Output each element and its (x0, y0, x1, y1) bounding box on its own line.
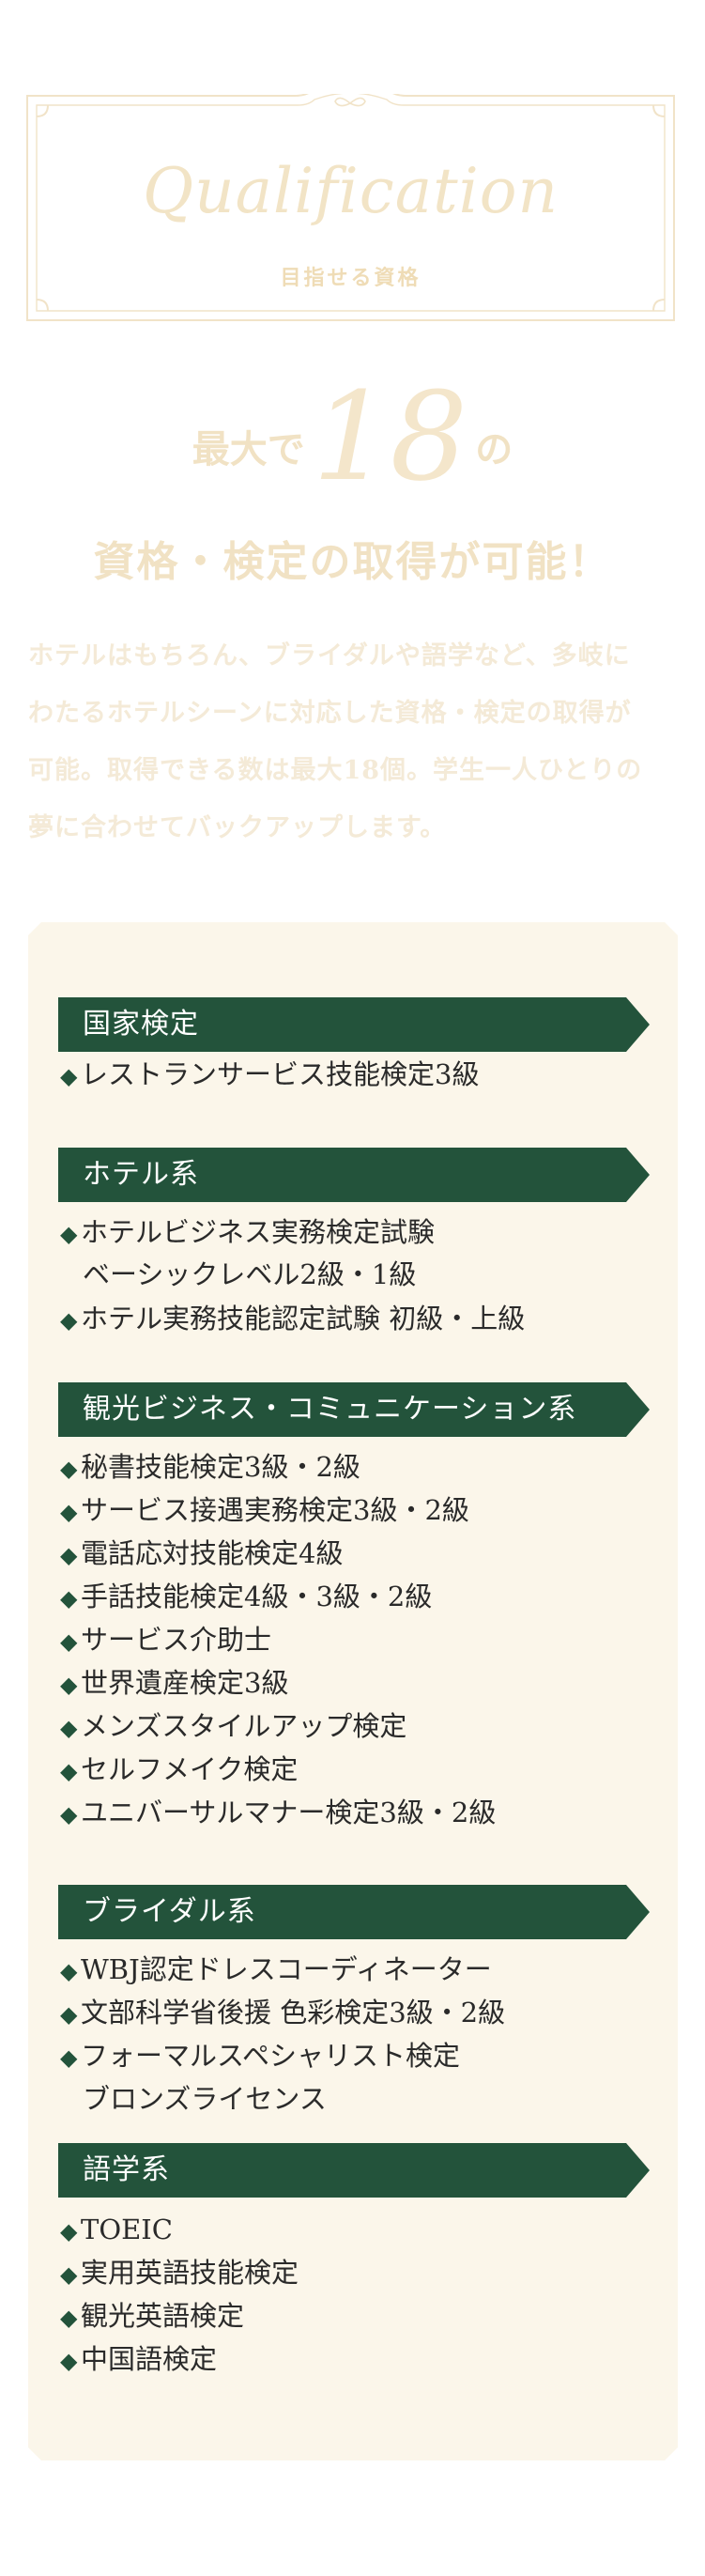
intro-line: 可能。取得できる数は最大18個。学生一人ひとりの (28, 756, 643, 785)
list-item: ◆セルフメイク検定 (60, 1751, 298, 1790)
diamond-bullet-icon: ◆ (60, 2348, 78, 2374)
list-item: ◆秘書技能検定3級・2級 (60, 1448, 360, 1488)
diamond-bullet-icon: ◆ (60, 2261, 78, 2288)
diamond-bullet-icon: ◆ (60, 2218, 78, 2244)
section-header-national: 国家検定 (58, 997, 650, 1052)
diamond-bullet-icon: ◆ (60, 1715, 78, 1741)
section-header-bridal: ブライダル系 (58, 1885, 650, 1939)
intro-line: 夢に合わせてバックアップします。 (28, 813, 447, 842)
list-item-continuation: ブロンズライセンス (83, 2083, 327, 2115)
headline-number: 18 (312, 365, 468, 508)
headline-subline: 資格・検定の取得が可能！ (93, 538, 612, 586)
list-item: ◆ユニバーサルマナー検定3級・2級 (60, 1794, 496, 1833)
diamond-bullet-icon: ◆ (60, 1585, 78, 1612)
script-title: Qualification (143, 155, 559, 227)
list-item: ◆世界遺産検定3級 (60, 1664, 288, 1704)
list-item: ◆実用英語技能検定 (60, 2254, 299, 2293)
diamond-bullet-icon: ◆ (60, 1307, 78, 1334)
list-item: ◆観光英語検定 (60, 2297, 244, 2337)
list-item: ◆ホテルビジネス実務検定試験 (60, 1213, 435, 1253)
diamond-bullet-icon: ◆ (60, 1628, 78, 1655)
diamond-bullet-icon: ◆ (60, 1499, 78, 1525)
diamond-bullet-icon: ◆ (60, 2305, 78, 2331)
list-item: ◆手話技能検定4級・3級・2級 (60, 1578, 432, 1617)
page-subtitle: 目指せる資格 (280, 266, 421, 290)
section-header-tourism-business: 観光ビジネス・コミュニケーション系 (58, 1382, 650, 1437)
diamond-bullet-icon: ◆ (60, 1801, 78, 1828)
list-item: ◆電話応対技能検定4級 (60, 1535, 343, 1574)
list-item: ◆TOEIC (60, 2211, 173, 2250)
headline-suffix: の (475, 427, 513, 471)
list-item: ◆文部科学省後援 色彩検定3級・2級 (60, 1994, 505, 2033)
qualification-panel: 国家検定 ◆レストランサービス技能検定3級 ホテル系 ◆ホテルビジネス実務検定試… (28, 922, 678, 2460)
list-item-continuation: ベーシックレベル2級・1級 (83, 1258, 417, 1290)
diamond-bullet-icon: ◆ (60, 1758, 78, 1784)
diamond-bullet-icon: ◆ (60, 1542, 78, 1568)
diamond-bullet-icon: ◆ (60, 1456, 78, 1482)
list-item: ◆メンズスタイルアップ検定 (60, 1707, 406, 1747)
headline-prefix: 最大で (192, 427, 305, 471)
section-header-language: 語学系 (58, 2143, 650, 2198)
title-frame: Qualification 目指せる資格 (25, 94, 676, 322)
intro-paragraph: ホテルはもちろん、ブライダルや語学など、多岐に わたるホテルシーンに対応した資格… (28, 627, 680, 856)
section-header-hotel: ホテル系 (58, 1148, 650, 1202)
list-item: ◆サービス接遇実務検定3級・2級 (60, 1491, 469, 1531)
diamond-bullet-icon: ◆ (60, 1221, 78, 1247)
list-item: ◆中国語検定 (60, 2340, 217, 2380)
intro-line: ホテルはもちろん、ブライダルや語学など、多岐に (28, 641, 631, 671)
diamond-bullet-icon: ◆ (60, 1063, 78, 1089)
diamond-bullet-icon: ◆ (60, 2044, 78, 2071)
diamond-bullet-icon: ◆ (60, 2001, 78, 2028)
diamond-bullet-icon: ◆ (60, 1958, 78, 1984)
intro-line: わたるホテルシーンに対応した資格・検定の取得が (28, 699, 632, 728)
list-item: ◆WBJ認定ドレスコーディネーター (60, 1951, 492, 1990)
list-item: ◆サービス介助士 (60, 1621, 271, 1660)
ornamental-frame-icon (26, 94, 675, 321)
diamond-bullet-icon: ◆ (60, 1672, 78, 1698)
list-item: ◆ホテル実務技能認定試験 初級・上級 (60, 1300, 525, 1339)
list-item: ◆レストランサービス技能検定3級 (60, 1056, 479, 1095)
list-item: ◆フォーマルスペシャリスト検定 (60, 2037, 460, 2076)
